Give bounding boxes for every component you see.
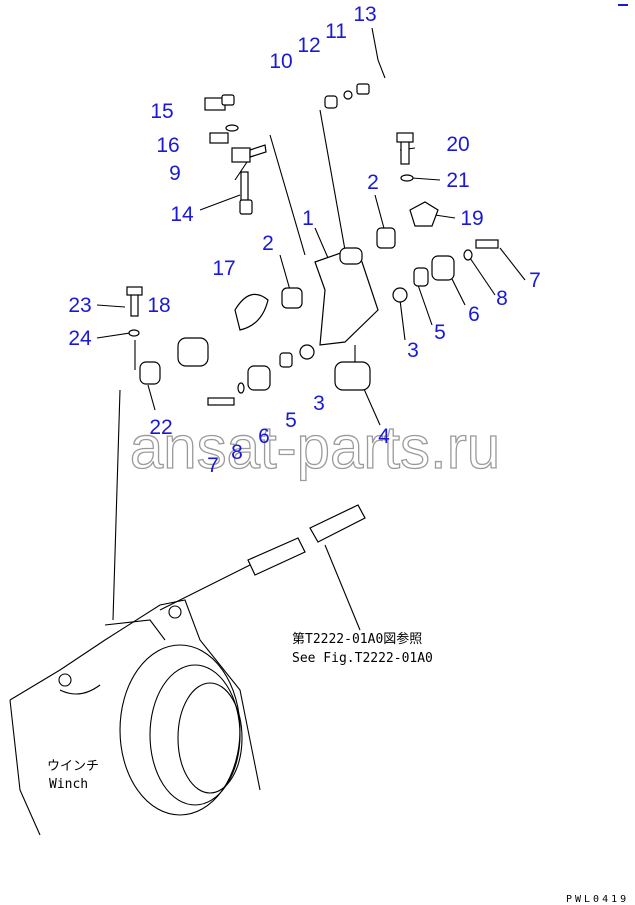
part-7-bolt	[475, 239, 499, 249]
part-8-washer	[463, 249, 473, 261]
callout-21: 21	[446, 169, 469, 192]
callout-19: 19	[460, 207, 483, 230]
callout-17: 17	[212, 257, 235, 280]
callout-2: 2	[367, 171, 379, 194]
callout-12: 12	[297, 34, 320, 57]
upper-hardware	[204, 83, 439, 249]
part-16-clip	[209, 132, 229, 144]
winch-body	[9, 599, 261, 836]
part-11-nut	[356, 83, 370, 95]
part-12-washer	[343, 90, 353, 100]
shaft	[247, 504, 366, 576]
part-3-nut-lower	[299, 344, 315, 360]
part-2-bushing	[376, 227, 396, 249]
callout-11: 11	[325, 20, 347, 43]
callout-15: 15	[150, 100, 173, 123]
callout-9: 9	[169, 162, 181, 185]
part-19-block	[409, 201, 439, 227]
callout-10: 10	[269, 50, 292, 73]
part-2-bushing-left	[281, 287, 303, 309]
part-4-sleeve	[334, 361, 371, 391]
callout-23: 23	[68, 294, 91, 317]
part-5-spacer	[413, 267, 429, 287]
winch-label-jp: ウインチ	[47, 759, 99, 774]
callouts: 13 11 12 10 15 16 9 14 20 21 19 2 1 2 17…	[68, 3, 541, 477]
callout-13: 13	[353, 3, 376, 26]
callout-7-lower: 7	[207, 454, 219, 477]
reference-note-en: See Fig.T2222-01A0	[292, 651, 433, 666]
reference-note-jp: 第T2222-01A0図参照	[292, 631, 422, 647]
callout-3-lower: 3	[313, 392, 325, 415]
part-21-washer	[400, 174, 414, 182]
part-17-spring	[234, 293, 269, 331]
part-6-collar	[431, 255, 455, 281]
winch-label-en: Winch	[49, 777, 88, 792]
callout-20: 20	[446, 133, 469, 156]
part-22-block	[139, 361, 161, 385]
callout-5: 5	[434, 321, 446, 344]
callout-7: 7	[529, 269, 541, 292]
part-3-nut	[392, 287, 408, 303]
callout-1: 1	[302, 207, 314, 230]
callout-24: 24	[68, 327, 92, 350]
watermark: ansat-parts.ru	[130, 414, 500, 481]
part-14-rod	[240, 171, 249, 203]
part-18-sleeve	[177, 337, 209, 367]
part-7-bolt-lower	[207, 397, 235, 406]
part-10-collar	[324, 95, 338, 109]
part-8-washer-lower	[237, 382, 245, 394]
callout-6-lower: 6	[258, 425, 270, 448]
callout-8: 8	[496, 287, 508, 310]
part-9-joint	[231, 147, 251, 163]
drawing-code: PWL0419	[566, 894, 629, 905]
part-23-bolt	[130, 291, 139, 317]
callout-14: 14	[170, 203, 194, 226]
callout-6: 6	[468, 303, 480, 326]
part-20-bolt	[400, 139, 410, 165]
callout-2-left: 2	[262, 232, 274, 255]
callout-3: 3	[407, 339, 419, 362]
corner-mark	[618, 4, 628, 6]
callout-22: 22	[149, 416, 172, 439]
part-5-spacer-lower	[279, 352, 293, 368]
lever-assembly	[126, 239, 499, 406]
callout-16: 16	[156, 134, 179, 157]
callout-18: 18	[147, 294, 170, 317]
part-6-collar-lower	[247, 365, 271, 391]
part-24-washer	[128, 329, 140, 337]
callout-8-lower: 8	[231, 441, 243, 464]
callout-4: 4	[378, 425, 390, 448]
callout-5-lower: 5	[285, 409, 297, 432]
